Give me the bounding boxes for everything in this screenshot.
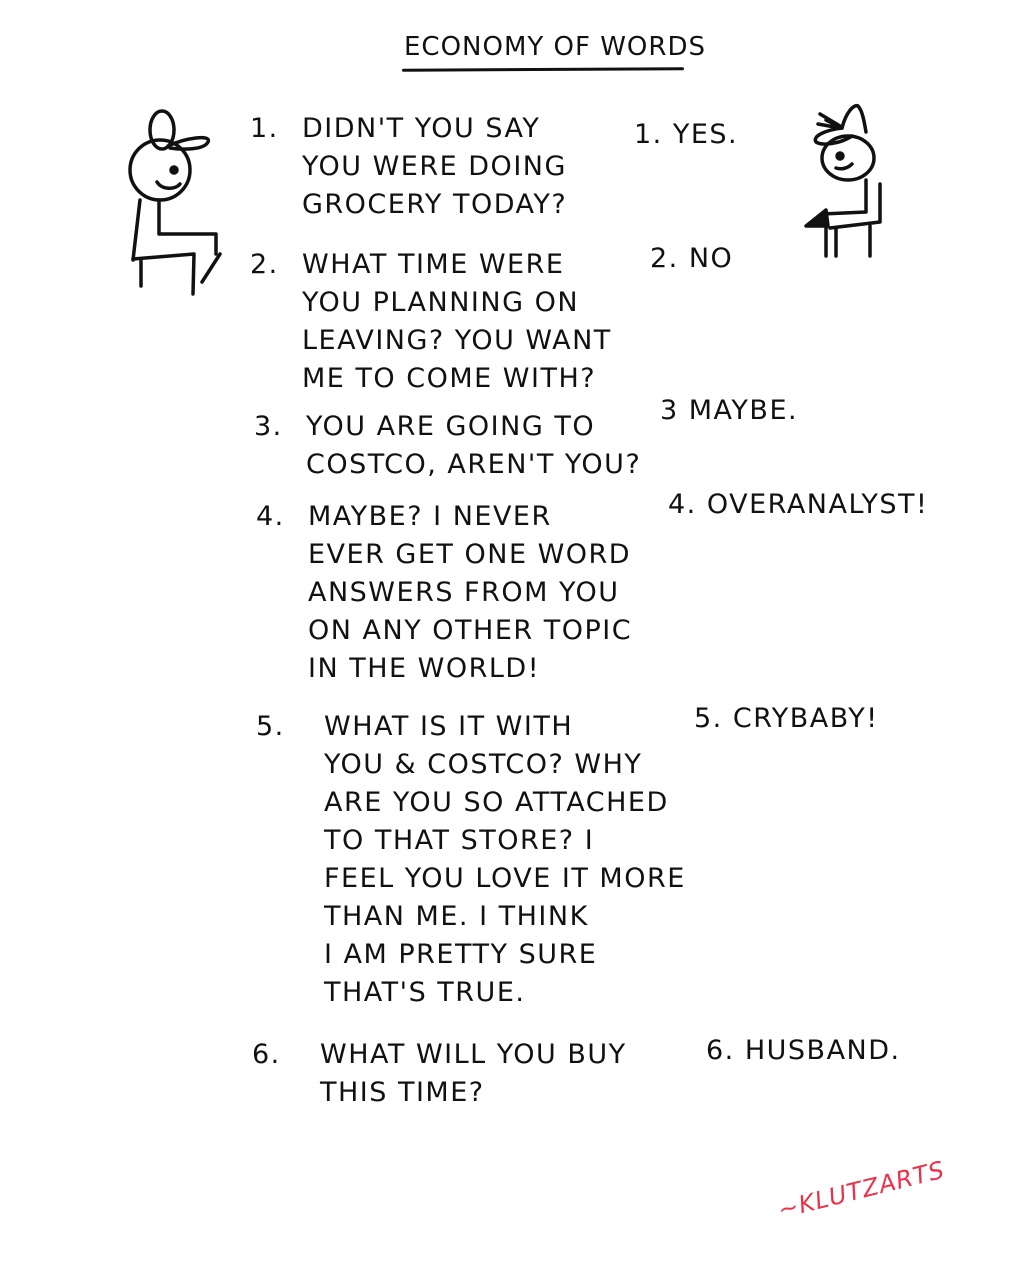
stick-figure-right-icon <box>804 103 882 258</box>
answer-3: 3 MAYBE. <box>660 395 799 426</box>
answer-1: 1. YES. <box>634 119 739 150</box>
answer-6: 6. HUSBAND. <box>706 1035 901 1066</box>
question-1: 1. DIDN'T YOU SAY YOU WERE DOING GROCERY… <box>250 113 568 220</box>
answer-4: 4. OVERANALYST! <box>668 489 929 520</box>
answer-2: 2. NO <box>650 243 734 274</box>
question-3: 3. YOU ARE GOING TO COSTCO, AREN'T YOU? <box>254 411 642 480</box>
page-title: ECONOMY OF WORDS <box>404 32 706 62</box>
question-6: 6. WHAT WILL YOU BUY THIS TIME? <box>252 1039 627 1108</box>
question-4: 4. MAYBE? I NEVER EVER GET ONE WORD ANSW… <box>256 501 633 684</box>
question-2: 2. WHAT TIME WERE YOU PLANNING ON LEAVIN… <box>250 249 612 394</box>
title-underline <box>401 67 685 72</box>
artist-signature: ~KLUTZARTS <box>775 1155 948 1225</box>
stick-figure-left-icon <box>128 109 222 296</box>
question-5: 5. WHAT IS IT WITH YOU & COSTCO? WHY ARE… <box>256 711 686 1008</box>
answer-5: 5. CRYBABY! <box>694 703 879 734</box>
